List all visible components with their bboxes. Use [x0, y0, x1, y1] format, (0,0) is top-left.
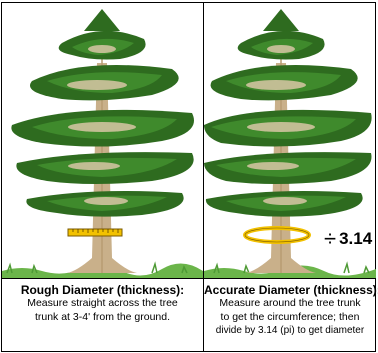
- right-caption-line-1: Measure around the tree trunk: [219, 297, 361, 309]
- right-caption-line-3: divide by 3.14 (pi) to get diameter: [215, 325, 365, 336]
- tree-with-tape-loop-icon: [204, 9, 376, 278]
- left-caption: Rough Diameter (thickness): Measure stra…: [2, 283, 203, 324]
- divide-by-pi-label: ÷3.14: [324, 226, 372, 252]
- left-caption-line-2: trunk at 3-4' from the ground.: [34, 310, 171, 323]
- panel-divider: [203, 2, 204, 352]
- right-caption-title: Accurate Diameter (thickness):: [204, 283, 378, 297]
- left-caption-line-1: Measure straight across the tree: [27, 297, 178, 309]
- right-caption: Accurate Diameter (thickness): Measure a…: [204, 283, 378, 338]
- left-caption-title: Rough Diameter (thickness):: [20, 283, 185, 297]
- caption-divider: [1, 278, 376, 279]
- ruler-icon: [67, 228, 123, 237]
- right-panel: [204, 3, 376, 278]
- divide-value: 3.14: [339, 229, 373, 248]
- right-caption-line-2: to get the circumference; then: [220, 310, 360, 323]
- divide-symbol: ÷: [324, 226, 337, 251]
- left-panel: [2, 3, 203, 278]
- tree-with-ruler-icon: [2, 9, 203, 278]
- tape-loop-icon: [243, 226, 311, 244]
